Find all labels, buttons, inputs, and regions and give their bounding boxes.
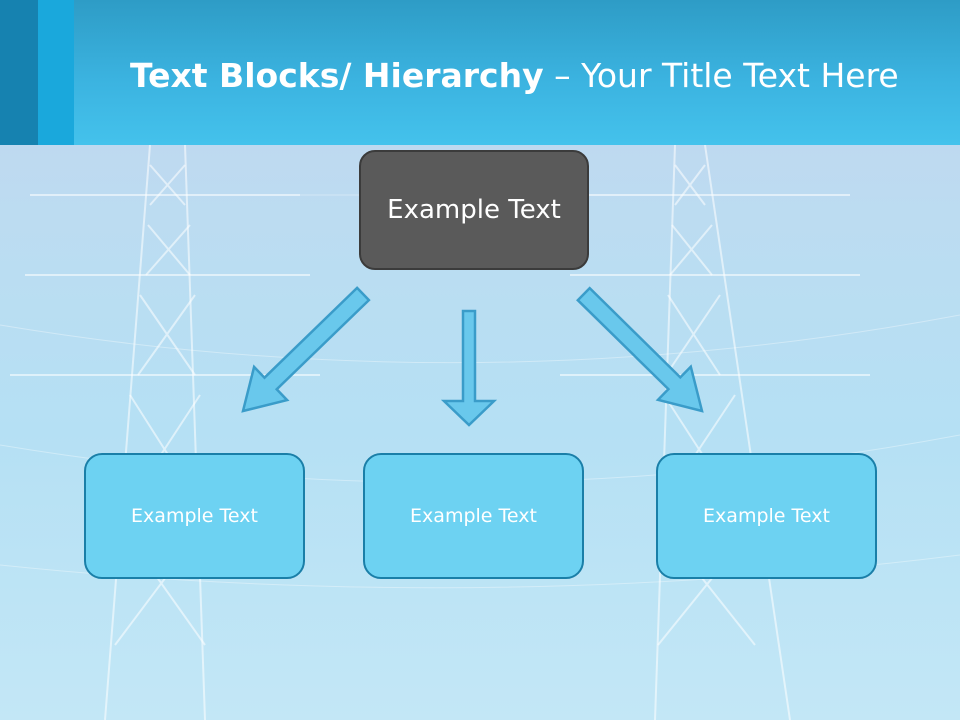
title-bar: Text Blocks/ Hierarchy – Your Title Text…: [0, 0, 960, 145]
arrow-down-left: [241, 286, 371, 413]
arrow-down-right: [576, 286, 704, 413]
slide-title: Text Blocks/ Hierarchy – Your Title Text…: [130, 55, 899, 97]
header-accent-strip: [38, 0, 74, 145]
slide-title-bold: Text Blocks/ Hierarchy: [130, 56, 544, 95]
child-node-label: Example Text: [131, 505, 258, 527]
power-towers-background: [0, 145, 960, 720]
slide-title-rest: – Your Title Text Here: [543, 56, 899, 95]
child-node-left: Example Text: [84, 453, 305, 579]
root-node: Example Text: [359, 150, 589, 270]
child-node-middle: Example Text: [363, 453, 584, 579]
child-node-right: Example Text: [656, 453, 877, 579]
child-node-label: Example Text: [703, 505, 830, 527]
arrow-down: [440, 309, 498, 427]
root-node-label: Example Text: [387, 195, 561, 225]
child-node-label: Example Text: [410, 505, 537, 527]
header-accent-strip: [0, 0, 38, 145]
